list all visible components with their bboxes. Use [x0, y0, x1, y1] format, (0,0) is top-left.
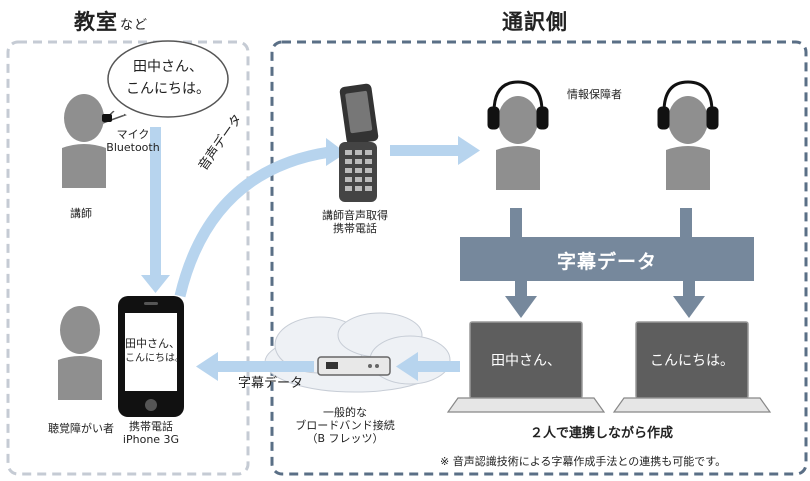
lecturer-person-icon [62, 94, 106, 188]
staff-person-icon-2 [666, 96, 710, 190]
broadband-line3: （B フレッツ） [306, 432, 384, 445]
router-icon [317, 356, 391, 376]
caption-data-banner-label: 字幕データ [556, 251, 657, 273]
lecturer-phone-line1: 講師音声取得 [322, 209, 388, 222]
mic-label: マイク Bluetooth [103, 128, 163, 154]
info-support-staff-label: 情報保障者 [567, 88, 622, 101]
broadband-line1: 一般的な [323, 406, 367, 419]
collaboration-label: ２人で連携しながら作成 [530, 426, 674, 441]
speech-bubble-line1: 田中さん、 [133, 59, 203, 75]
hearing-impaired-person-icon [58, 306, 102, 400]
staff-person-icon-1 [496, 96, 540, 190]
phone-screen-line2: こんにちは。 [125, 353, 185, 364]
banner-to-laptop-left-arrow [505, 280, 537, 318]
note-label: ※ 音声認識技術による字幕作成手法との連携も可能です。 [440, 455, 727, 468]
hearing-impaired-label: 聴覚障がい者 [48, 422, 114, 435]
flip-phone-icon [339, 83, 379, 202]
staff2-connector [680, 208, 692, 238]
mic-label-line1: マイク [116, 128, 150, 141]
laptop-icon-left [446, 321, 606, 413]
lecturer-phone-label: 講師音声取得 携帯電話 [310, 209, 400, 235]
speech-bubble-text: 田中さん、 こんにちは。 [118, 56, 218, 100]
phone-to-staff-arrow [390, 136, 480, 165]
microphone-icon [102, 114, 112, 122]
laptop-left-screen-text: 田中さん、 [491, 353, 561, 369]
broadband-label: 一般的な ブロードバンド接続 （B フレッツ） [285, 406, 405, 445]
lecturer-phone-line2: 携帯電話 [333, 222, 377, 235]
router-to-phone-arrow [196, 352, 314, 381]
mic-label-line2: Bluetooth [106, 141, 160, 154]
interpreter-region [270, 40, 808, 476]
headset-icon-2 [657, 80, 719, 130]
classroom-region [6, 40, 250, 476]
classroom-heading-text: 教室 [74, 10, 118, 34]
phone-screen-line1: 田中さん、 [125, 337, 180, 350]
interpreter-heading: 通訳側 [502, 10, 568, 34]
laptop-to-router-arrow [396, 352, 460, 381]
caption-data-arrow-label: 字幕データ [238, 376, 304, 391]
classroom-heading-suffix: など [120, 18, 149, 33]
laptop-icon-right [612, 321, 772, 413]
lecturer-label: 講師 [70, 207, 92, 220]
banner-to-laptop-right-arrow [673, 280, 705, 318]
phone-screen-text: 田中さん、 こんにちは。 [125, 336, 185, 366]
mobile-label: 携帯電話 iPhone 3G [118, 420, 184, 446]
broadband-line2: ブロードバンド接続 [295, 419, 395, 432]
mobile-line2: iPhone 3G [122, 433, 180, 446]
caption-data-banner [460, 237, 754, 281]
laptop-right-screen-text: こんにちは。 [650, 353, 734, 369]
speech-bubble-line2: こんにちは。 [126, 81, 210, 97]
staff1-connector [510, 208, 522, 238]
smartphone-icon [118, 296, 184, 417]
classroom-heading: 教室など [74, 6, 148, 36]
mobile-line1: 携帯電話 [129, 420, 173, 433]
headset-icon-1 [487, 80, 549, 130]
audio-data-arrow [174, 138, 346, 298]
mic-to-phone-arrow [141, 127, 170, 293]
